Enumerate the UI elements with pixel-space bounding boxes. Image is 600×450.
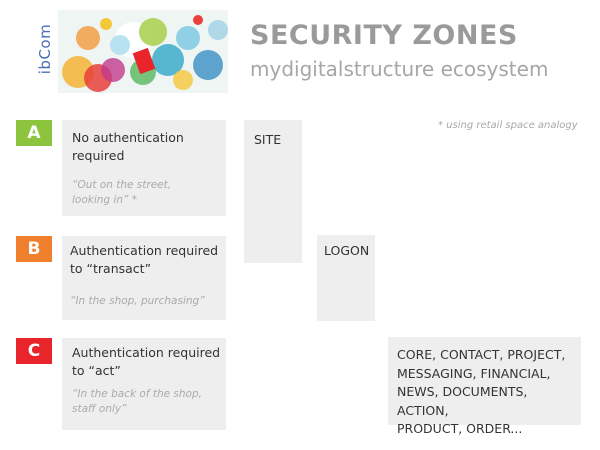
zone-b-line1: Authentication required	[70, 243, 219, 258]
zone-c-line2: to “act”	[72, 363, 121, 378]
zone-c-quote: “In the back of the shop, staff only”	[72, 387, 202, 417]
zone-c-description: Authentication required to “act”	[72, 344, 220, 380]
zone-c-badge: C	[16, 338, 52, 364]
zone-a-line1: No authentication	[72, 130, 184, 145]
zone-a-line2: required	[72, 148, 125, 163]
page-subtitle: mydigitalstructure ecosystem	[250, 57, 549, 81]
zone-a-quote2: looking in” *	[72, 194, 138, 206]
zone-a-quote: “Out on the street, looking in” *	[72, 178, 171, 208]
analogy-note: * using retail space analogy	[438, 120, 578, 131]
zone-c-line1: Authentication required	[72, 345, 221, 360]
zone-a-description: No authentication required	[72, 129, 184, 165]
zone-b-quote1: “In the shop, purchasing”	[70, 295, 205, 307]
zone-c-quote1: “In the back of the shop,	[72, 388, 202, 400]
core-column: CORE, CONTACT, PROJECT, MESSAGING, FINAN…	[388, 337, 581, 436]
zone-b-badge: B	[16, 236, 52, 262]
core-label: CORE, CONTACT, PROJECT, MESSAGING, FINAN…	[397, 346, 577, 439]
zone-b-line2: to “transact”	[70, 261, 152, 276]
banner-illustration	[58, 10, 228, 93]
zone-c-quote2: staff only”	[72, 403, 127, 415]
zone-a-badge: A	[16, 120, 52, 146]
site-label: SITE	[254, 132, 282, 147]
logon-column: LOGON	[317, 235, 375, 321]
zone-b-box: Authentication required to “transact” “I…	[62, 236, 226, 320]
core-line4: PRODUCT, ORDER...	[397, 421, 523, 436]
zone-c-box: Authentication required to “act” “In the…	[62, 338, 226, 430]
core-line2: MESSAGING, FINANCIAL,	[397, 365, 551, 381]
brand-logo: ibCom	[35, 10, 54, 92]
brand-text: ibCom	[36, 23, 54, 75]
zone-b-description: Authentication required to “transact”	[70, 242, 218, 278]
core-line1: CORE, CONTACT, PROJECT,	[397, 347, 566, 362]
site-column: SITE	[244, 120, 302, 263]
zone-b-quote: “In the shop, purchasing”	[70, 294, 205, 309]
zone-a-quote1: “Out on the street,	[72, 179, 172, 191]
core-line3: NEWS, DOCUMENTS, ACTION,	[397, 384, 528, 418]
logon-label: LOGON	[324, 243, 370, 258]
page-title: SECURITY ZONES	[250, 20, 518, 51]
zone-a-box: No authentication required “Out on the s…	[62, 120, 226, 216]
